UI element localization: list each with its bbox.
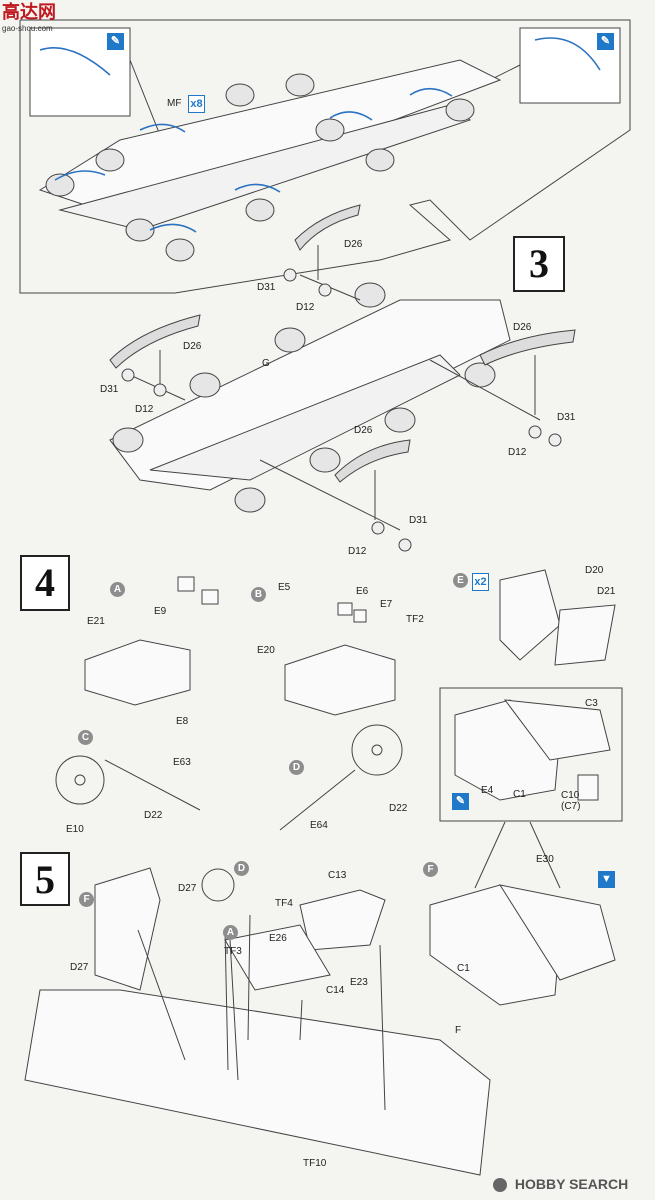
paint-brush-icon: ✎ bbox=[597, 33, 614, 50]
watermark-text: HOBBY SEARCH bbox=[514, 1176, 629, 1192]
part-label-e8: E8 bbox=[176, 716, 189, 727]
part-label-d21: D21 bbox=[597, 586, 616, 597]
step-number-4: 4 bbox=[20, 555, 70, 611]
step-number-3: 3 bbox=[513, 236, 565, 292]
part-label-e64: E64 bbox=[310, 820, 328, 831]
part-label-c13: C13 bbox=[328, 870, 347, 881]
part-label-g: G bbox=[262, 358, 270, 369]
part-label-d12: D12 bbox=[135, 404, 154, 415]
watermark-logo-icon bbox=[493, 1178, 507, 1193]
part-label-e63: E63 bbox=[173, 757, 191, 768]
part-label-d26: D26 bbox=[344, 239, 363, 250]
subassembly-marker-c: C bbox=[78, 730, 93, 745]
part-label-d12: D12 bbox=[508, 447, 527, 458]
part-label-c1: C1 bbox=[457, 963, 470, 974]
part-label-mf: MF bbox=[167, 98, 182, 109]
part-label-e21: E21 bbox=[87, 616, 105, 627]
part-label-e6: E6 bbox=[356, 586, 369, 597]
hobby-search-watermark: HOBBY SEARCH bbox=[493, 1173, 653, 1195]
part-label-d31: D31 bbox=[100, 384, 119, 395]
part-label-d31: D31 bbox=[257, 282, 276, 293]
part-label-d31: D31 bbox=[409, 515, 428, 526]
paint-brush-icon: ✎ bbox=[452, 793, 469, 810]
cement-drop-icon: ▼ bbox=[598, 871, 615, 888]
quantity-badge-mf: x8 bbox=[188, 95, 205, 113]
part-label-d27: D27 bbox=[70, 962, 89, 973]
part-label-e10: E10 bbox=[66, 824, 84, 835]
part-label-d26: D26 bbox=[513, 322, 532, 333]
subassembly-marker-f: F bbox=[79, 892, 94, 907]
part-label-c1: C1 bbox=[513, 789, 526, 800]
part-label-tf2: TF2 bbox=[406, 614, 424, 625]
subassembly-marker-f: F bbox=[423, 862, 438, 877]
site-logo-text: 高达网 bbox=[2, 2, 56, 23]
part-label-e5: E5 bbox=[278, 582, 291, 593]
part-label-c7: (C7) bbox=[561, 801, 581, 812]
part-label-c10: C10 bbox=[561, 790, 580, 801]
part-label-c3: C3 bbox=[585, 698, 598, 709]
quantity-badge-e: x2 bbox=[472, 573, 489, 591]
part-label-d26: D26 bbox=[354, 425, 373, 436]
paint-brush-icon: ✎ bbox=[107, 33, 124, 50]
site-logo-url: gao-shou.com bbox=[2, 24, 53, 33]
part-label-e30: E30 bbox=[536, 854, 554, 865]
part-label-d12: D12 bbox=[296, 302, 315, 313]
step-number-5: 5 bbox=[20, 852, 70, 906]
part-label-d31: D31 bbox=[557, 412, 576, 423]
part-label-e4: E4 bbox=[481, 785, 494, 796]
part-label-c14: C14 bbox=[326, 985, 345, 996]
subassembly-marker-a: A bbox=[223, 925, 238, 940]
part-label-e23: E23 bbox=[350, 977, 368, 988]
part-label-e26: E26 bbox=[269, 933, 287, 944]
subassembly-marker-d: D bbox=[234, 861, 249, 876]
part-label-e9: E9 bbox=[154, 606, 167, 617]
part-label-d27: D27 bbox=[178, 883, 197, 894]
part-label-d12: D12 bbox=[348, 546, 367, 557]
part-label-e7: E7 bbox=[380, 599, 393, 610]
part-label-d22: D22 bbox=[144, 810, 163, 821]
site-logo: 高达网 gao-shou.com bbox=[2, 2, 82, 38]
part-label-tf10: TF10 bbox=[303, 1158, 327, 1169]
subassembly-marker-a: A bbox=[110, 582, 125, 597]
part-label-e20: E20 bbox=[257, 645, 275, 656]
subassembly-marker-d: D bbox=[289, 760, 304, 775]
part-label-tf3: TF3 bbox=[224, 946, 242, 957]
part-label-d20: D20 bbox=[585, 565, 604, 576]
part-label-tf4: TF4 bbox=[275, 898, 293, 909]
part-label-f: F bbox=[455, 1025, 462, 1036]
subassembly-marker-e: E bbox=[453, 573, 468, 588]
part-label-d26: D26 bbox=[183, 341, 202, 352]
subassembly-marker-b: B bbox=[251, 587, 266, 602]
part-label-d22: D22 bbox=[389, 803, 408, 814]
